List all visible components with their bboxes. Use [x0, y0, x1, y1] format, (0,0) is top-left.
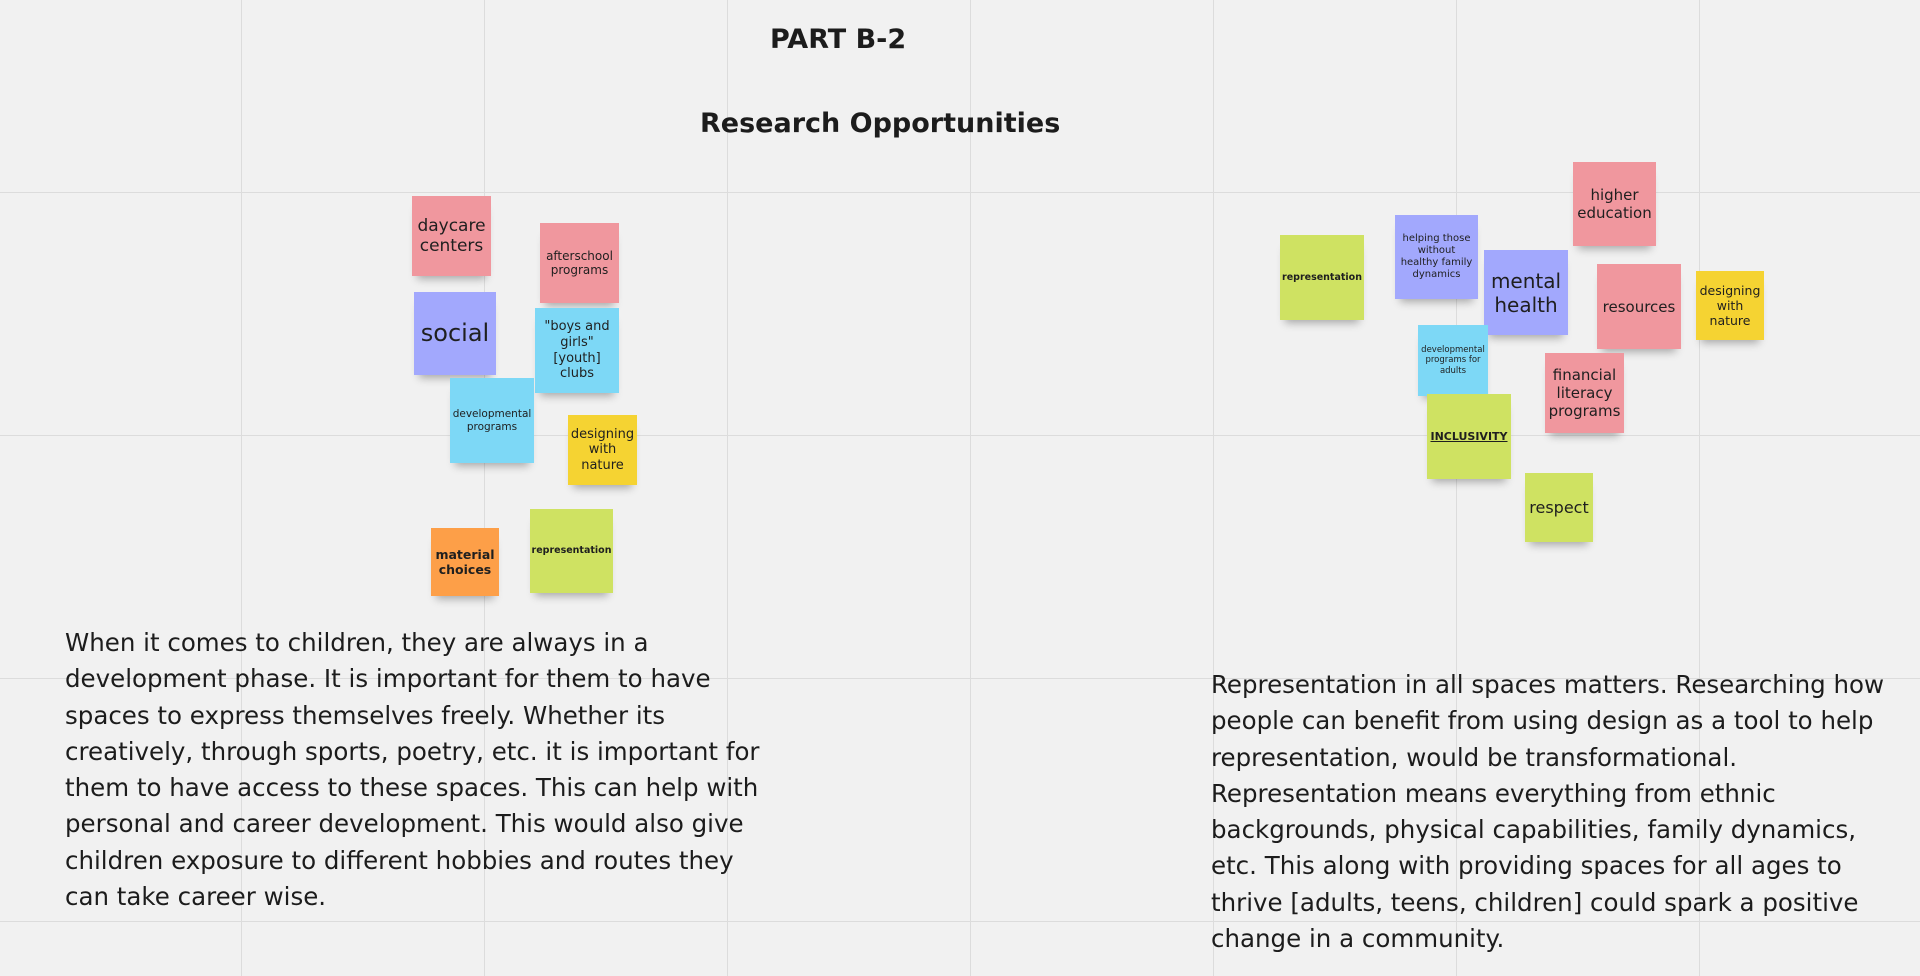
- sticky-note-financial-literacy-programs[interactable]: financial literacy programs: [1545, 353, 1624, 433]
- sticky-note-text: daycare centers: [417, 215, 486, 256]
- sticky-note-daycare-centers[interactable]: daycare centers: [412, 196, 491, 276]
- right-paragraph[interactable]: Representation in all spaces matters. Re…: [1211, 670, 1885, 954]
- sticky-note-inclusivity[interactable]: INCLUSIVITY: [1427, 394, 1511, 479]
- sticky-note-text: material choices: [435, 547, 495, 577]
- sticky-note-developmental-programs-for-adults[interactable]: developmental programs for adults: [1418, 325, 1488, 396]
- sticky-note-text: representation: [531, 545, 612, 557]
- sticky-note-text: respect: [1529, 497, 1589, 517]
- sticky-note-text: helping those without healthy family dyn…: [1400, 233, 1473, 280]
- sticky-note-resources[interactable]: resources: [1597, 264, 1681, 349]
- sticky-note-mental-health[interactable]: mental health: [1484, 250, 1568, 335]
- section-title[interactable]: Research Opportunities: [700, 108, 1061, 139]
- sticky-note-material-choices[interactable]: material choices: [431, 528, 499, 596]
- left-paragraph[interactable]: When it comes to children, they are alwa…: [65, 628, 760, 912]
- sticky-note-text: developmental programs for adults: [1421, 345, 1485, 376]
- sticky-note-text: INCLUSIVITY: [1430, 429, 1508, 443]
- sticky-note-text: designing with nature: [570, 426, 635, 473]
- sticky-note-text: resources: [1602, 297, 1676, 316]
- sticky-note-text: afterschool programs: [546, 248, 613, 277]
- sticky-note-text: representation: [1282, 271, 1362, 283]
- sticky-note-afterschool-programs[interactable]: afterschool programs: [540, 223, 619, 303]
- sticky-note-representation-right[interactable]: representation: [1280, 235, 1364, 320]
- sticky-note-designing-with-nature[interactable]: designing with nature: [568, 415, 637, 485]
- sticky-note-social[interactable]: social: [414, 292, 496, 375]
- sticky-note-higher-education[interactable]: higher education: [1573, 162, 1656, 246]
- sticky-note-text: mental health: [1490, 268, 1562, 317]
- sticky-note-text: higher education: [1577, 186, 1652, 222]
- sticky-note-text: "boys and girls" [youth] clubs: [544, 319, 610, 382]
- part-title[interactable]: PART B-2: [770, 24, 907, 55]
- sticky-note-text: financial literacy programs: [1548, 366, 1621, 420]
- sticky-note-text: developmental programs: [452, 407, 532, 433]
- sticky-note-developmental-programs[interactable]: developmental programs: [450, 378, 534, 463]
- sticky-note-text: social: [420, 319, 490, 348]
- sticky-note-representation[interactable]: representation: [530, 509, 613, 593]
- sticky-note-boys-and-girls-clubs[interactable]: "boys and girls" [youth] clubs: [535, 308, 619, 393]
- sticky-note-helping-those-without-healthy-family-dynamics[interactable]: helping those without healthy family dyn…: [1395, 215, 1478, 299]
- sticky-note-designing-with-nature-right[interactable]: designing with nature: [1696, 271, 1764, 340]
- sticky-note-respect[interactable]: respect: [1525, 473, 1593, 542]
- sticky-note-text: designing with nature: [1699, 283, 1761, 328]
